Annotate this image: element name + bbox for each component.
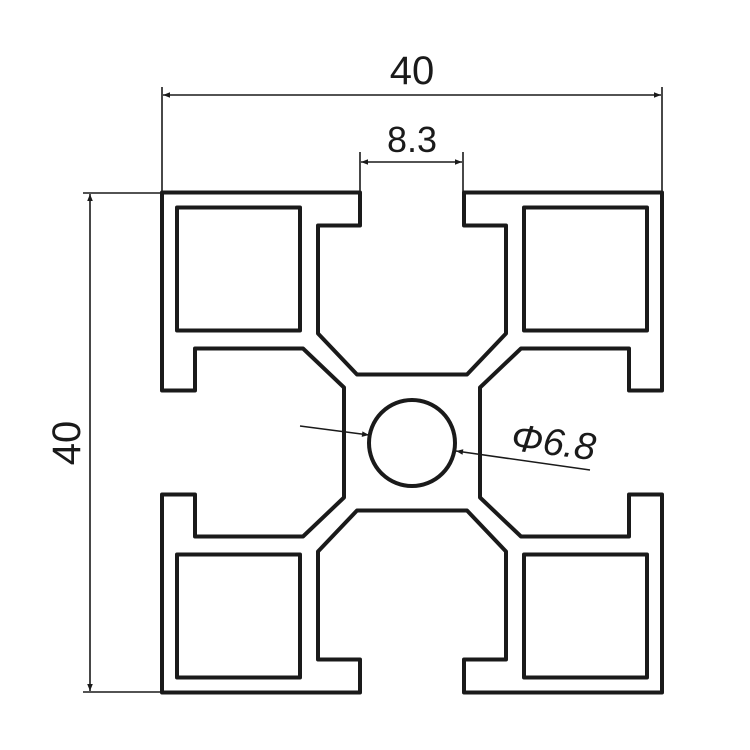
slot-width-label: 8.3: [387, 119, 437, 160]
diameter-leader-right: [455, 449, 591, 471]
bore-diameter-label: Φ6.8: [509, 417, 598, 469]
center-bore: [367, 398, 457, 488]
diameter-leader-left: [299, 425, 370, 437]
corner-cavity-2: [522, 205, 649, 333]
corner-cavity-1: [175, 205, 302, 333]
height-label: 40: [45, 421, 89, 466]
width-label: 40: [390, 49, 435, 93]
corner-cavities: [175, 205, 649, 680]
corner-cavity-3: [175, 552, 302, 680]
corner-cavity-4: [522, 552, 649, 680]
profile-outline: [160, 190, 664, 695]
